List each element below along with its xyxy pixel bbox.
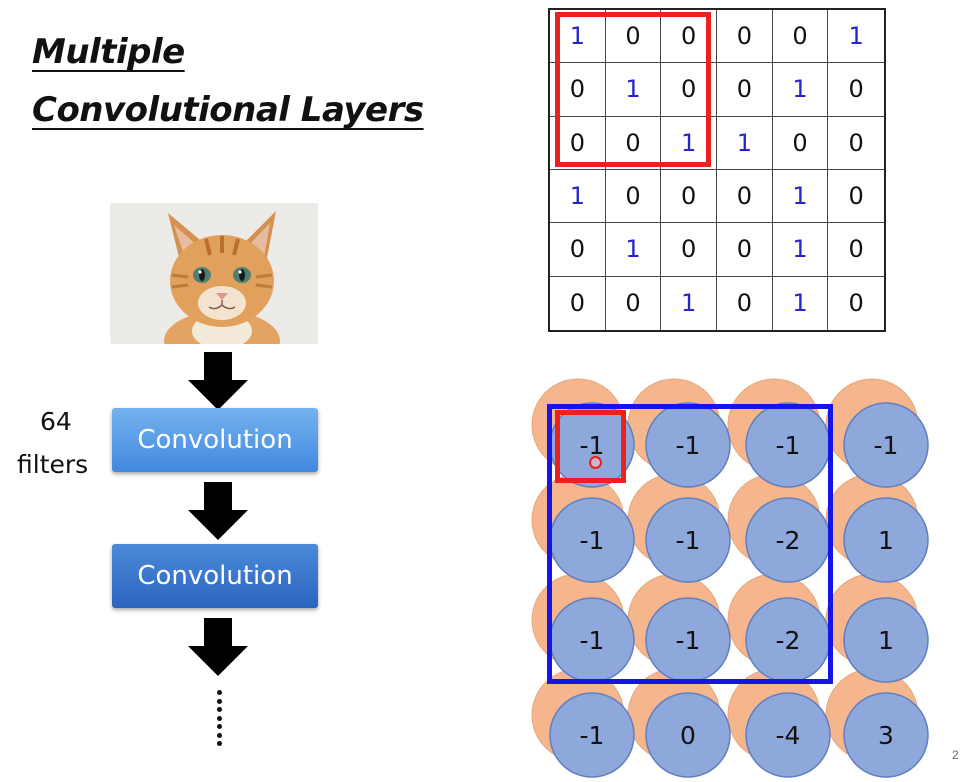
matrix-cell: 0 [772, 10, 829, 64]
matrix-cell: 0 [828, 170, 884, 224]
matrix-cell: 0 [550, 116, 606, 170]
continuation-dots [215, 690, 223, 746]
feature-value: 1 [878, 626, 894, 655]
matrix-cell: 1 [605, 223, 662, 277]
filters-count-label: 64 [40, 407, 72, 436]
matrix-cell: 1 [661, 276, 717, 330]
feature-value: -2 [776, 526, 801, 555]
down-arrow-icon [188, 618, 248, 676]
feature-value: -1 [676, 526, 701, 555]
matrix-cell: 1 [772, 169, 829, 224]
filters-word-label: filters [17, 450, 89, 479]
matrix-cell: 1 [550, 169, 606, 224]
matrix-cell: 1 [772, 223, 829, 277]
matrix-cell: 0 [550, 276, 606, 330]
matrix-cell: 0 [717, 169, 773, 224]
matrix-cell: 0 [772, 116, 829, 170]
feature-value: -4 [776, 721, 801, 750]
matrix-cell: 0 [828, 117, 884, 170]
feature-circle [645, 497, 731, 583]
slide-title-line2: Convolutional Layers [32, 90, 424, 130]
slide-title-line1: Multiple [32, 32, 185, 72]
feature-value: -1 [676, 626, 701, 655]
matrix-cell: 0 [661, 223, 717, 277]
feature-value: 0 [680, 721, 696, 750]
convolution-layer-1: Convolution [112, 408, 318, 472]
matrix-cell: 0 [717, 63, 773, 117]
matrix-cell: 1 [828, 10, 884, 64]
feature-value: 1 [878, 526, 894, 555]
matrix-cell: 0 [606, 276, 662, 330]
matrix-cell: 0 [717, 223, 773, 277]
feature-map: -1 -1 -1 -1 -1 -1 -2 1 -1 -1 -2 1 -1 0 -4 3 [531, 378, 929, 778]
feature-circle [645, 692, 731, 778]
feature-circle [645, 402, 731, 488]
feature-value: -2 [776, 626, 801, 655]
matrix-cell: 0 [605, 116, 662, 170]
matrix-cell: 0 [717, 276, 773, 330]
feature-value: -1 [580, 431, 605, 460]
matrix-cell: 0 [605, 169, 662, 224]
pointer-marker [589, 456, 602, 469]
convolution-layer-2: Convolution [112, 544, 318, 608]
feature-value: -1 [580, 721, 605, 750]
matrix-cell: 0 [828, 223, 884, 277]
feature-value: -1 [580, 526, 605, 555]
page-number: 2 [952, 748, 959, 762]
matrix-cell: 0 [661, 63, 717, 117]
matrix-cell: 1 [717, 116, 773, 170]
matrix-cell: 0 [550, 223, 606, 277]
matrix-cell: 0 [661, 169, 717, 224]
feature-circle [843, 402, 929, 488]
matrix-cell: 0 [605, 10, 662, 64]
feature-circle [843, 497, 929, 583]
feature-circle [745, 692, 831, 778]
matrix-cell: 0 [828, 63, 884, 117]
feature-value: -1 [874, 431, 899, 460]
feature-value: -1 [676, 431, 701, 460]
matrix-cell: 1 [773, 276, 829, 330]
feature-value: -1 [580, 626, 605, 655]
feature-value: -1 [776, 431, 801, 460]
feature-circle [843, 692, 929, 778]
matrix-cell: 0 [550, 63, 606, 117]
feature-circle [549, 692, 635, 778]
matrix-cell: 1 [550, 10, 606, 64]
down-arrow-icon [188, 352, 248, 410]
feature-cell-highlight [555, 410, 626, 483]
matrix-cell: 1 [605, 63, 662, 117]
pooling-window [547, 404, 833, 684]
matrix-cell: 1 [772, 63, 829, 117]
feature-circle [843, 597, 929, 683]
feature-value: 3 [878, 721, 894, 750]
matrix-cell: 1 [661, 116, 717, 170]
matrix-cell: 0 [848, 289, 864, 318]
matrix-cell: 0 [661, 10, 717, 64]
filter-window-highlight [555, 12, 711, 167]
matrix-cell: 0 [717, 10, 773, 64]
down-arrow-icon [188, 482, 248, 540]
cat-photo [110, 203, 318, 344]
